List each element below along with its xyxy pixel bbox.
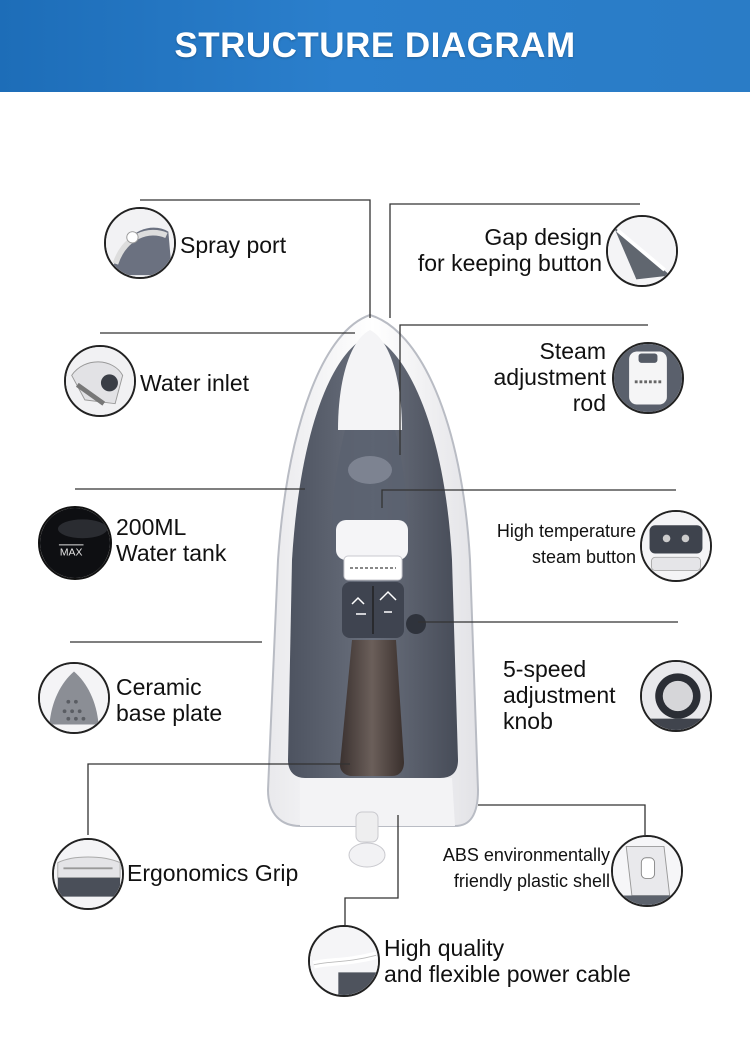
- header-banner: STRUCTURE DIAGRAM: [0, 0, 750, 92]
- handle-grip-icon: [52, 838, 124, 910]
- callout-shell: ABS environmentally friendly plastic she…: [442, 845, 610, 891]
- water-tank-icon: MAX: [38, 506, 112, 580]
- plastic-shell-icon: [611, 835, 683, 907]
- tank-max-badge: MAX: [60, 547, 83, 558]
- steam-iron-illustration: [266, 313, 480, 868]
- callout-steam-rod: Steam adjustment rod: [493, 338, 606, 416]
- dial-knob-icon: [640, 660, 712, 732]
- callout-water-inlet: Water inlet: [140, 370, 250, 396]
- leader-lines: [70, 199, 678, 925]
- callout-speed-knob: 5-speed adjustment knob: [503, 656, 616, 734]
- callout-gap-design: Gap design for keeping button: [417, 224, 602, 276]
- steam-rod-icon: [612, 342, 684, 414]
- iron-tip-gap-icon: [606, 215, 678, 287]
- steam-button-icon: [640, 510, 712, 582]
- spray-nozzle-icon: [104, 207, 176, 279]
- page-title: STRUCTURE DIAGRAM: [174, 26, 576, 65]
- soleplate-icon: [38, 662, 110, 734]
- power-cable-icon: [308, 925, 380, 997]
- callout-cable: High quality and flexible power cable: [384, 935, 631, 987]
- water-inlet-cap-icon: [64, 345, 136, 417]
- callout-grip: Ergonomics Grip: [127, 860, 299, 886]
- callout-water-tank: 200ML Water tank: [116, 514, 227, 566]
- callout-spray-port: Spray port: [180, 232, 287, 258]
- callout-base-plate: Ceramic base plate: [116, 674, 223, 726]
- callout-temp-button: High temperature steam button: [496, 521, 636, 567]
